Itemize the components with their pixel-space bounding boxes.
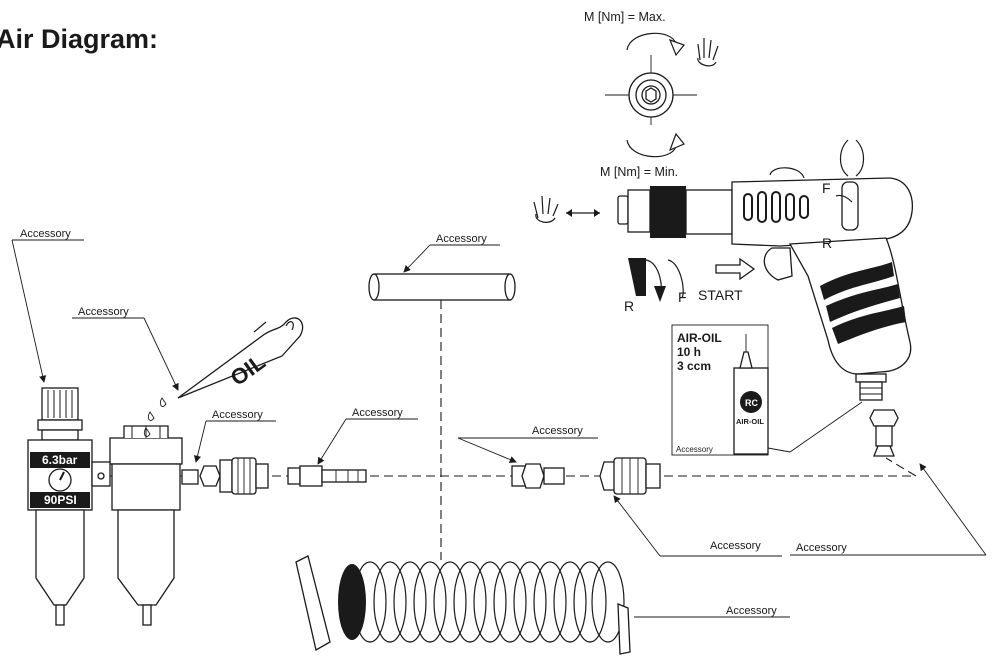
callout-coupler-1: Accessory: [212, 409, 263, 421]
rotation-arrow-icon: [839, 139, 865, 177]
tool-front-view: [605, 55, 697, 125]
oil-tube: [177, 317, 304, 399]
callout-straight-hose: Accessory: [436, 233, 487, 245]
adapter-nipple: [511, 463, 565, 489]
direction-r-label: R: [624, 298, 634, 314]
tool-nipple: [869, 409, 899, 457]
hand-icon: [533, 195, 559, 223]
spiral-hose: [295, 555, 631, 655]
callout-regulator: Accessory: [20, 228, 71, 240]
oil-drop-icon: [143, 397, 167, 437]
torque-max-label: M [Nm] = Max.: [584, 10, 666, 24]
pressure-psi-label: 90PSI: [44, 493, 77, 507]
direction-f-side-label: F: [822, 180, 831, 196]
double-arrow-icon: [566, 209, 600, 217]
hose-nipple: [287, 465, 367, 487]
callout-hose-nipple: Accessory: [352, 407, 403, 419]
air-oil-amount: 3 ccm: [677, 359, 711, 373]
direction-r-side-label: R: [822, 235, 832, 251]
diagram-title: Air Diagram:: [0, 24, 159, 54]
air-oil-title: AIR-OIL: [677, 331, 722, 345]
start-label: START: [698, 287, 743, 303]
callout-coupler-2: Accessory: [710, 540, 761, 552]
rotation-arrow-icon: [626, 132, 685, 158]
straight-hose: [368, 273, 516, 301]
air-oil-bottle-label: AIR-OIL: [736, 417, 764, 426]
torque-min-label: M [Nm] = Min.: [600, 165, 678, 179]
air-oil-box: RC: [671, 324, 769, 456]
pressure-bar-label: 6.3bar: [42, 453, 78, 467]
quick-coupler: [599, 457, 661, 495]
direction-f-label: F: [678, 289, 687, 305]
start-arrow-icon: [715, 257, 756, 281]
air-oil-interval: 10 h: [677, 345, 701, 359]
air-oil-accessory-label: Accessory: [676, 445, 713, 454]
pneumatic-tool: [617, 167, 914, 401]
svg-text:RC: RC: [745, 398, 758, 408]
rotation-arrow-icon: [626, 32, 685, 57]
callout-adapter: Accessory: [532, 425, 583, 437]
quick-coupler: [199, 457, 269, 495]
callout-spiral-hose: Accessory: [726, 605, 777, 617]
callout-oil: Accessory: [78, 306, 129, 318]
filter-regulator: [27, 387, 199, 626]
rotation-direction-icon: [628, 258, 684, 302]
hand-icon: [697, 38, 719, 67]
callout-tool-nipple: Accessory: [796, 542, 847, 554]
